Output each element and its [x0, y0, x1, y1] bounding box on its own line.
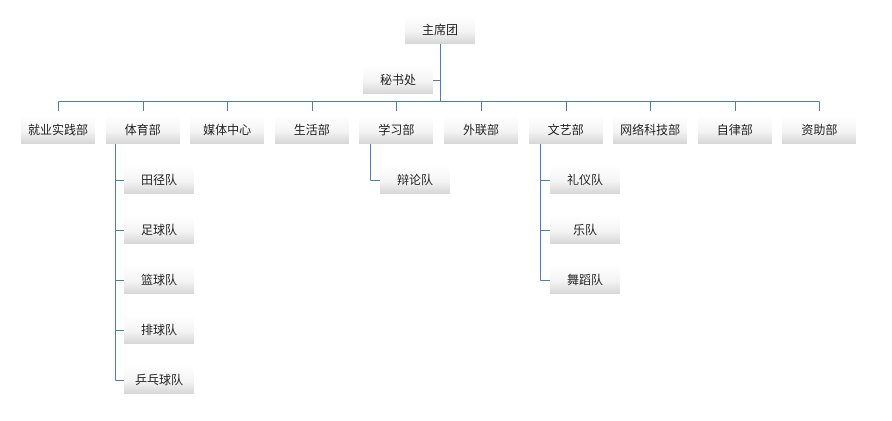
node-dept-study: 学习部 [359, 116, 434, 144]
node-team-track-field: 田径队 [124, 166, 194, 194]
node-team-table-tennis: 乒乓球队 [124, 366, 194, 394]
node-dept-employment-practice: 就业实践部 [21, 116, 95, 144]
node-dept-network-tech: 网络科技部 [613, 116, 688, 144]
node-presidium: 主席团 [405, 16, 475, 44]
node-dept-self-discipline: 自律部 [697, 116, 772, 144]
node-team-basketball: 篮球队 [124, 266, 194, 294]
node-team-band: 乐队 [550, 216, 620, 244]
node-dept-media-center: 媒体中心 [190, 116, 265, 144]
node-team-etiquette: 礼仪队 [550, 166, 620, 194]
node-dept-financial-aid: 资助部 [782, 116, 857, 144]
node-dept-life: 生活部 [274, 116, 349, 144]
node-team-dance: 舞蹈队 [550, 266, 620, 294]
node-team-volleyball: 排球队 [124, 316, 194, 344]
node-secretariat: 秘书处 [363, 66, 433, 94]
node-team-debate: 辩论队 [380, 166, 450, 194]
node-team-football: 足球队 [124, 216, 194, 244]
node-dept-sports: 体育部 [105, 116, 180, 144]
node-dept-arts: 文艺部 [528, 116, 603, 144]
node-dept-external-relations: 外联部 [444, 116, 518, 144]
